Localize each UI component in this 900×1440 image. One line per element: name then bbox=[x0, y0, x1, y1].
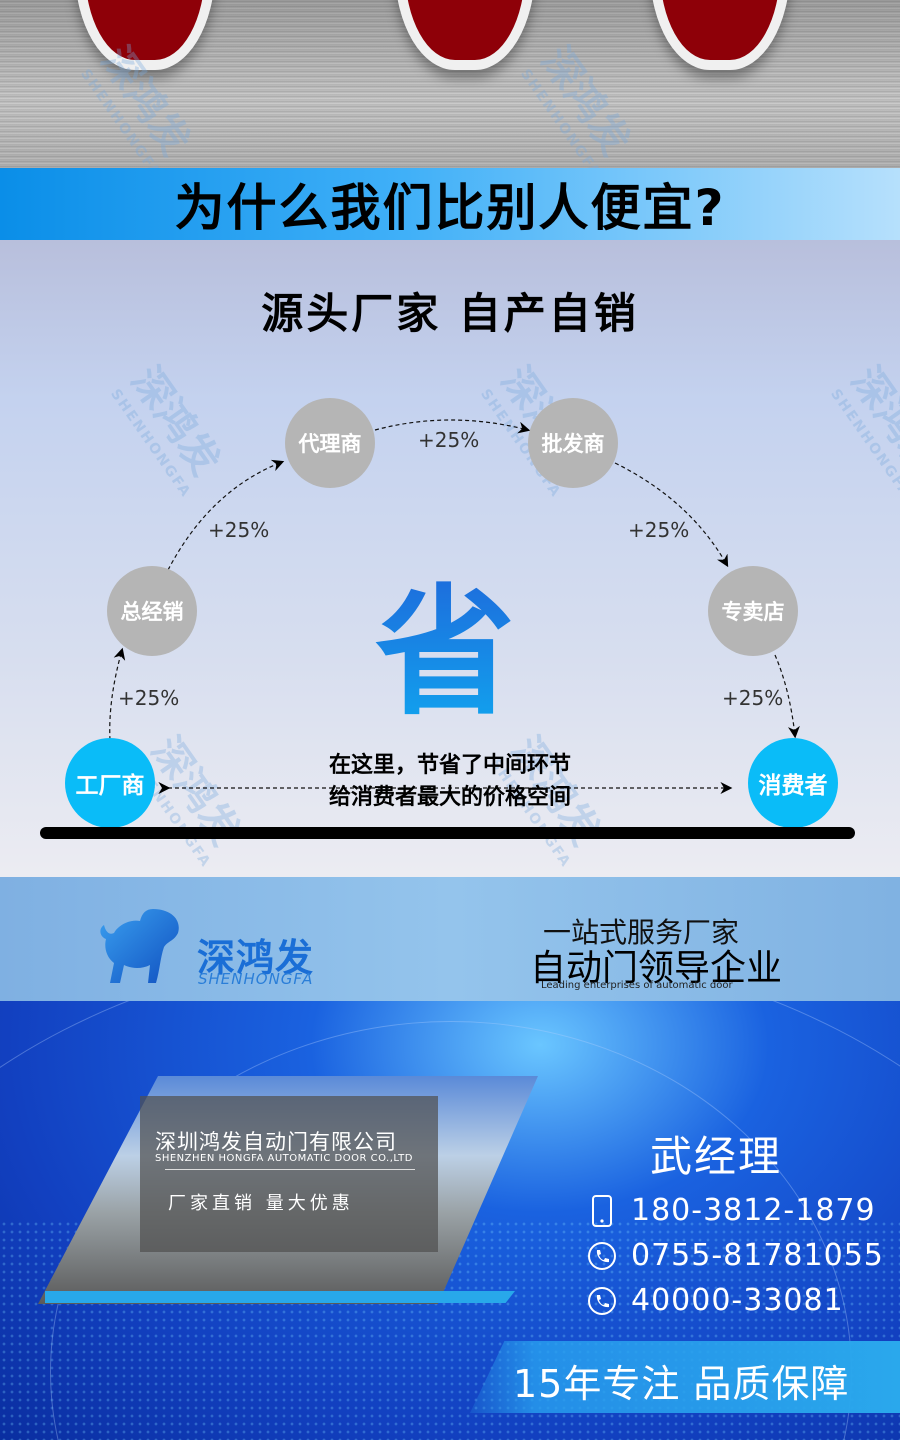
company-name-cn: 深圳鸿发自动门有限公司 bbox=[155, 1130, 397, 1154]
lion-logo-icon bbox=[100, 909, 179, 983]
shield-emblem bbox=[650, 0, 790, 70]
markup-label: +25% bbox=[118, 686, 180, 710]
company-overlay bbox=[140, 1096, 438, 1252]
markup-label: +25% bbox=[722, 686, 784, 710]
node-specialty-store: 专卖店 bbox=[708, 566, 798, 656]
section-title: 为什么我们比别人便宜? bbox=[174, 179, 726, 237]
save-character: 省 bbox=[375, 540, 515, 742]
photo-accent-bar bbox=[45, 1291, 515, 1303]
shield-emblem bbox=[395, 0, 535, 70]
company-tagline: 厂家直销 量大优惠 bbox=[168, 1193, 354, 1214]
markup-label: +25% bbox=[418, 428, 480, 452]
phone-row-mobile[interactable]: 180-3812-1879 bbox=[587, 1193, 876, 1228]
markup-label: +25% bbox=[208, 518, 270, 542]
logo-text-cn: 深鸿发 bbox=[197, 936, 315, 980]
phone-row-landline[interactable]: 0755-81781055 bbox=[587, 1238, 884, 1273]
telephone-icon bbox=[587, 1286, 617, 1316]
slogan-band bbox=[470, 1341, 900, 1413]
telephone-icon bbox=[587, 1241, 617, 1271]
manager-name: 武经理 bbox=[650, 1132, 783, 1181]
title-band: 为什么我们比别人便宜? bbox=[0, 168, 900, 240]
savings-line-1: 在这里，节省了中间环节 bbox=[328, 753, 571, 778]
node-factory: 工厂商 bbox=[65, 738, 155, 828]
node-consumer: 消费者 bbox=[748, 738, 838, 828]
baseline-bar bbox=[40, 827, 855, 839]
diagram-subtitle: 源头厂家 自产自销 bbox=[261, 289, 639, 338]
slogan-line-1: 一站式服务厂家 bbox=[543, 916, 740, 949]
node-general-distributor: 总经销 bbox=[107, 566, 197, 656]
phone-row-hotline[interactable]: 40000-33081 bbox=[587, 1283, 844, 1318]
phone-number[interactable]: 180-3812-1879 bbox=[631, 1193, 876, 1228]
markup-label: +25% bbox=[628, 518, 690, 542]
contact-section: 深圳鸿发自动门有限公司 SHENZHEN HONGFA AUTOMATIC DO… bbox=[0, 1001, 900, 1440]
savings-note: 在这里，节省了中间环节 给消费者最大的价格空间 bbox=[250, 750, 650, 814]
brand-band: 深鸿发 SHENHONGFA 一站式服务厂家 自动门领导企业 Leading e… bbox=[0, 877, 900, 1001]
divider bbox=[165, 1169, 415, 1170]
slogan-line-2: 自动门领导企业 bbox=[530, 948, 783, 989]
phone-number[interactable]: 0755-81781055 bbox=[631, 1238, 884, 1273]
savings-line-2: 给消费者最大的价格空间 bbox=[328, 785, 571, 810]
slogan-english: Leading enterprises of automatic door bbox=[541, 980, 733, 991]
node-wholesaler: 批发商 bbox=[528, 398, 618, 488]
mobile-phone-icon bbox=[587, 1194, 617, 1227]
company-name-en: SHENZHEN HONGFA AUTOMATIC DOOR CO.,LTD bbox=[155, 1153, 413, 1164]
bottom-slogan: 15年专注 品质保障 bbox=[513, 1362, 850, 1406]
phone-number[interactable]: 40000-33081 bbox=[631, 1283, 844, 1318]
logo-text-en: SHENHONGFA bbox=[198, 970, 314, 988]
flow-arrows bbox=[109, 419, 800, 794]
node-agent: 代理商 bbox=[285, 398, 375, 488]
